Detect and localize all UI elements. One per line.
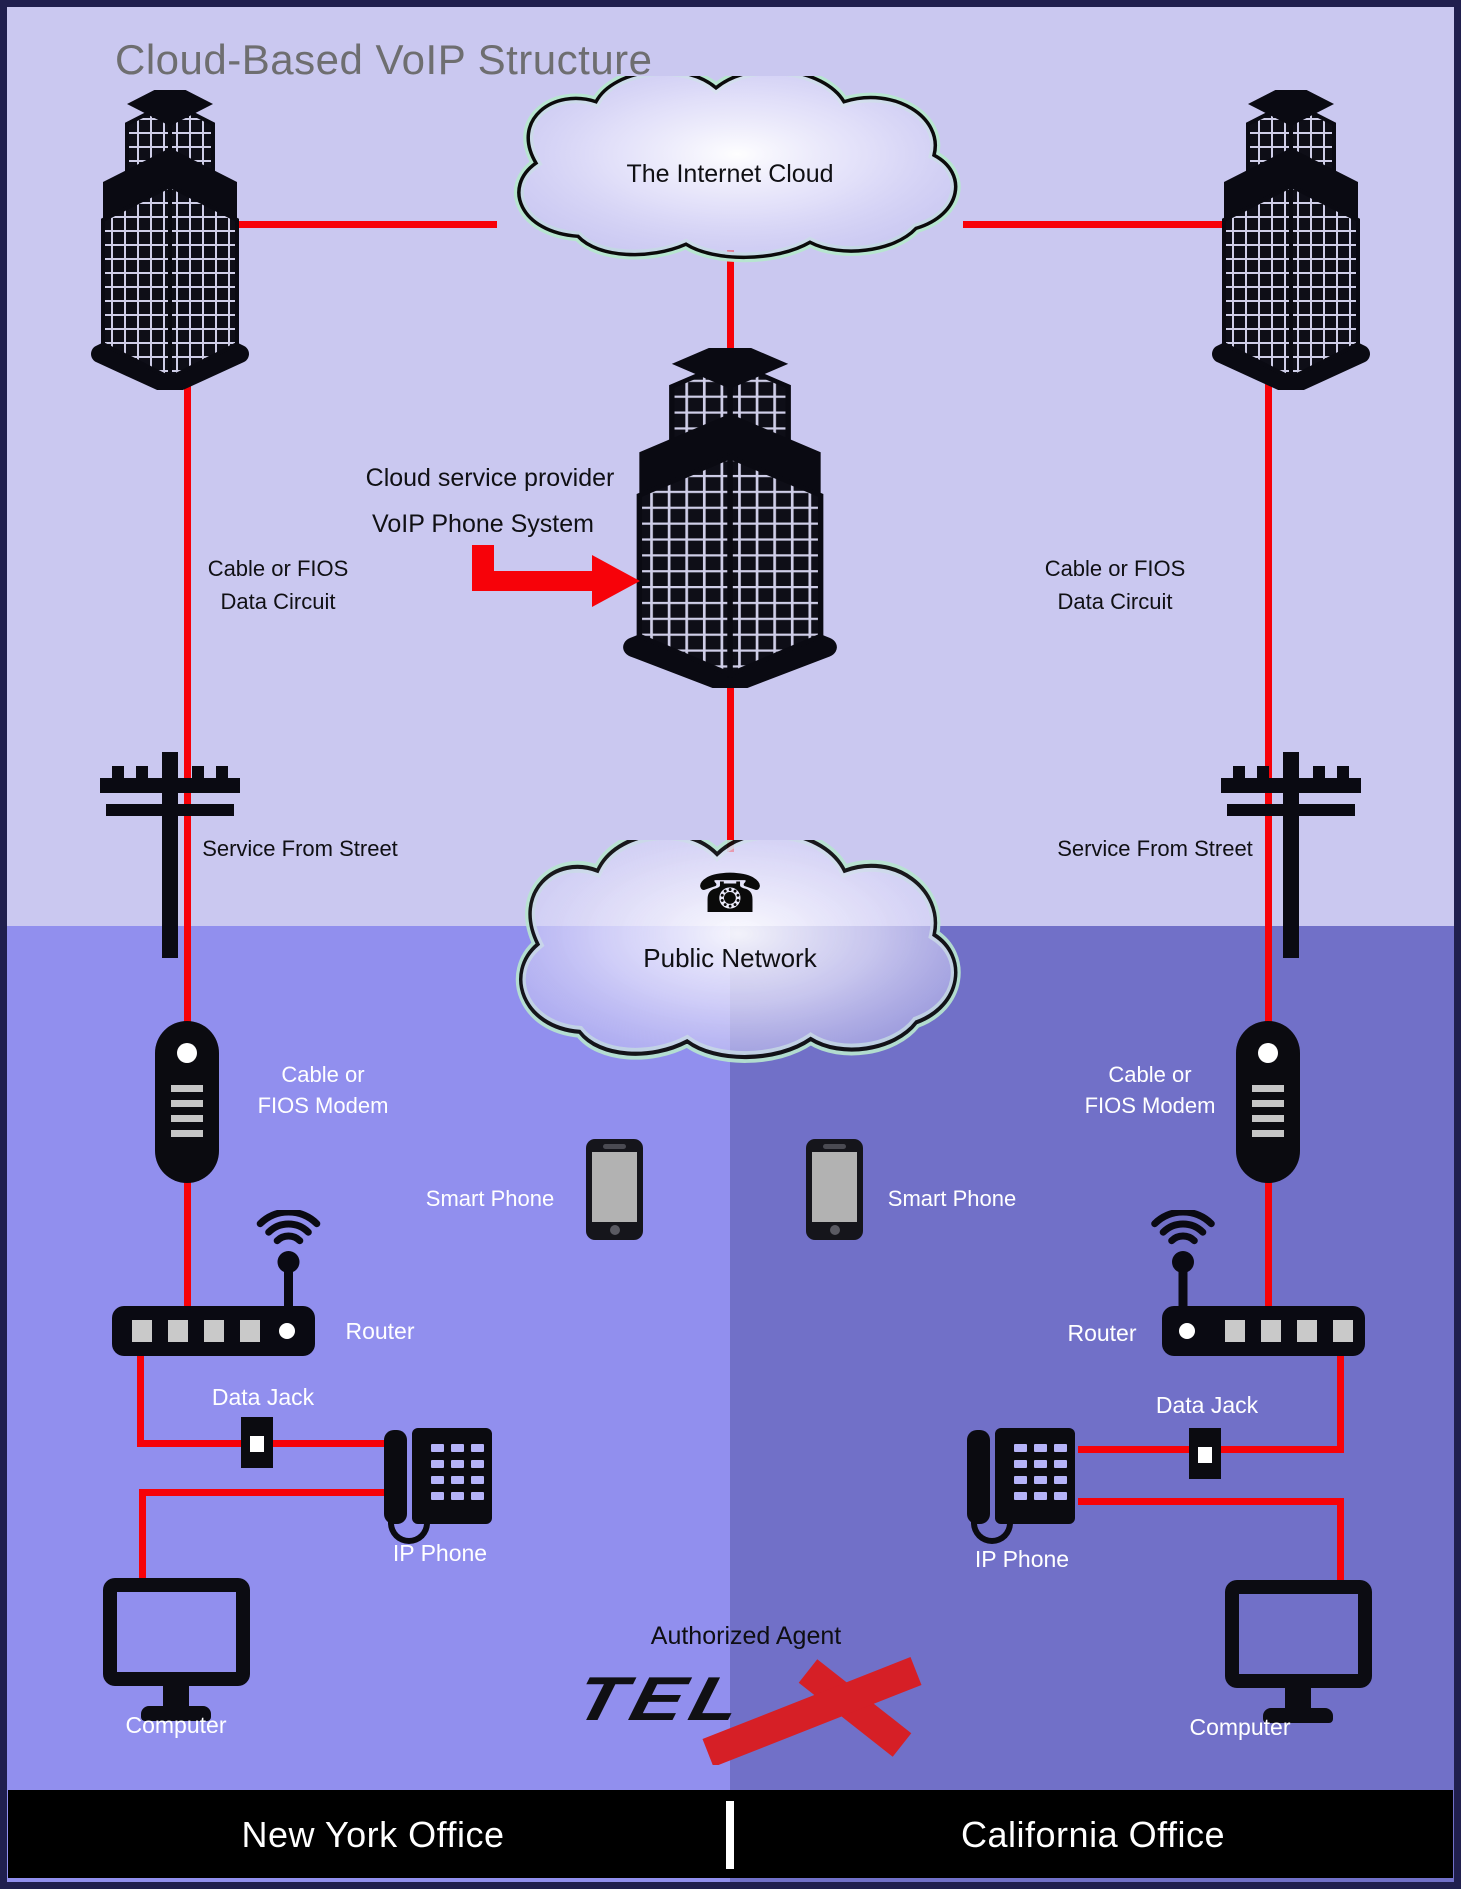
smartphone-california-icon (806, 1139, 863, 1240)
cable-circuit-label-california: Cable or FIOS Data Circuit (965, 556, 1265, 615)
wire-right-router-down (1337, 1356, 1344, 1453)
cable-circuit-line1: Cable or FIOS (1044, 556, 1186, 581)
public-network-label: Public Network (643, 943, 817, 973)
monitor-stand (1285, 1688, 1311, 1710)
ip-phone-label-california: IP Phone (974, 1546, 1070, 1572)
wire-cloud-provider (727, 250, 734, 358)
ip-phone-california-icon (967, 1428, 1077, 1548)
wire-right-drop (1265, 268, 1272, 1026)
footer-bar: New York Office California Office (8, 1790, 1453, 1878)
handset-cord (388, 1520, 430, 1544)
footer-divider (726, 1801, 734, 1869)
modem-led (1258, 1043, 1278, 1063)
provider-building-icon (615, 348, 845, 688)
cable-circuit-line2: Data Circuit (220, 589, 336, 615)
wire-left-computer-h (139, 1489, 390, 1496)
telx-logo-tel: TEL (568, 1665, 755, 1734)
office-name-newyork: New York Office (241, 1814, 505, 1855)
provider-label-line1: Cloud service provider (365, 464, 615, 492)
router-label-california: Router (1067, 1320, 1137, 1346)
background-newyork (0, 926, 730, 1889)
office-name-california: California Office (961, 1814, 1225, 1855)
office-building-newyork-icon (85, 90, 255, 390)
keypad (1014, 1444, 1074, 1508)
internet-cloud-label: The Internet Cloud (626, 160, 834, 188)
data-jack-label-california: Data Jack (1155, 1392, 1259, 1418)
diagram-title: Cloud-Based VoIP Structure (115, 36, 653, 83)
modem-california-icon (1236, 1021, 1300, 1183)
keypad (431, 1444, 491, 1508)
computer-label-california: Computer (1189, 1714, 1291, 1740)
wire-provider-public (727, 672, 734, 852)
monitor-stand (163, 1686, 189, 1708)
wire-left-building-cloud (180, 221, 497, 228)
modem-label-line1: Cable or (1108, 1062, 1192, 1087)
service-label-newyork: Service From Street (202, 836, 398, 861)
wire-right-modem-router (1265, 1180, 1272, 1310)
data-jack-newyork-icon (241, 1417, 273, 1468)
modem-label-newyork: Cable or FIOS Modem (173, 1062, 473, 1119)
modem-label-california: Cable or FIOS Modem (1000, 1062, 1300, 1119)
modem-label-line2: FIOS Modem (1084, 1093, 1216, 1119)
computer-label-newyork: Computer (125, 1712, 227, 1738)
provider-arrow (472, 545, 640, 607)
ip-phone-label-newyork: IP Phone (392, 1540, 488, 1566)
router-california-icon (1151, 1210, 1365, 1356)
telx-logo-x (702, 1657, 922, 1765)
modem-label-line1: Cable or (281, 1062, 365, 1087)
smartphone-label-newyork: Smart Phone (425, 1186, 555, 1211)
data-jack-label-newyork: Data Jack (211, 1384, 315, 1410)
authorized-agent-label: Authorized Agent (650, 1622, 842, 1650)
monitor-base (1263, 1708, 1333, 1723)
modem-newyork-icon (155, 1021, 219, 1183)
monitor-base (141, 1706, 211, 1721)
cable-circuit-line2: Data Circuit (1057, 589, 1173, 615)
wire-right-building-cloud (963, 221, 1280, 228)
cable-circuit-line1: Cable or FIOS (207, 556, 349, 581)
handset (967, 1430, 990, 1524)
computer-california-icon (1225, 1580, 1372, 1725)
telephone-icon: ☎ (696, 864, 764, 924)
monitor (1225, 1580, 1372, 1688)
cable-circuit-label-newyork: Cable or FIOS Data Circuit (128, 556, 428, 615)
modem-vents (1252, 1085, 1284, 1145)
wire-left-router-down (137, 1352, 144, 1447)
wire-right-computer-v (1337, 1498, 1344, 1586)
monitor (103, 1578, 250, 1686)
smartphone-label-california: Smart Phone (887, 1186, 1017, 1211)
handset (384, 1430, 407, 1524)
office-building-california-icon (1206, 90, 1376, 390)
smartphone-newyork-icon (586, 1139, 643, 1240)
computer-newyork-icon (103, 1578, 250, 1723)
service-label-california: Service From Street (1057, 836, 1253, 861)
modem-label-line2: FIOS Modem (257, 1093, 389, 1119)
modem-vents (171, 1085, 203, 1145)
wire-left-drop (184, 268, 191, 1026)
wire-left-modem-router (184, 1180, 191, 1310)
handset-cord (971, 1520, 1013, 1544)
modem-led (177, 1043, 197, 1063)
wire-left-computer-v (139, 1489, 146, 1584)
wire-right-computer-h (1078, 1498, 1344, 1505)
ip-phone-newyork-icon (384, 1428, 494, 1548)
router-label-newyork: Router (345, 1318, 415, 1344)
data-jack-california-icon (1189, 1428, 1221, 1479)
provider-label-line2: VoIP Phone System (372, 510, 594, 538)
router-newyork-icon (112, 1210, 321, 1356)
